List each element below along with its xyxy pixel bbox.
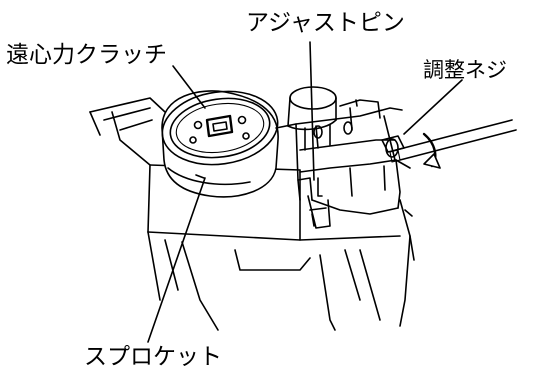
carburetor-assembly — [275, 86, 411, 229]
clutch-drum — [161, 90, 279, 198]
clutch-label: 遠心力クラッチ — [6, 42, 167, 68]
adjust-pin-label: アジャストピン — [246, 10, 405, 36]
screwdriver — [389, 119, 517, 163]
sprocket-label: スプロケット — [84, 344, 222, 370]
leader-lines — [147, 41, 463, 343]
adjust-screw-label: 調整ネジ — [423, 58, 507, 82]
rotation-arrow-icon — [422, 132, 441, 169]
